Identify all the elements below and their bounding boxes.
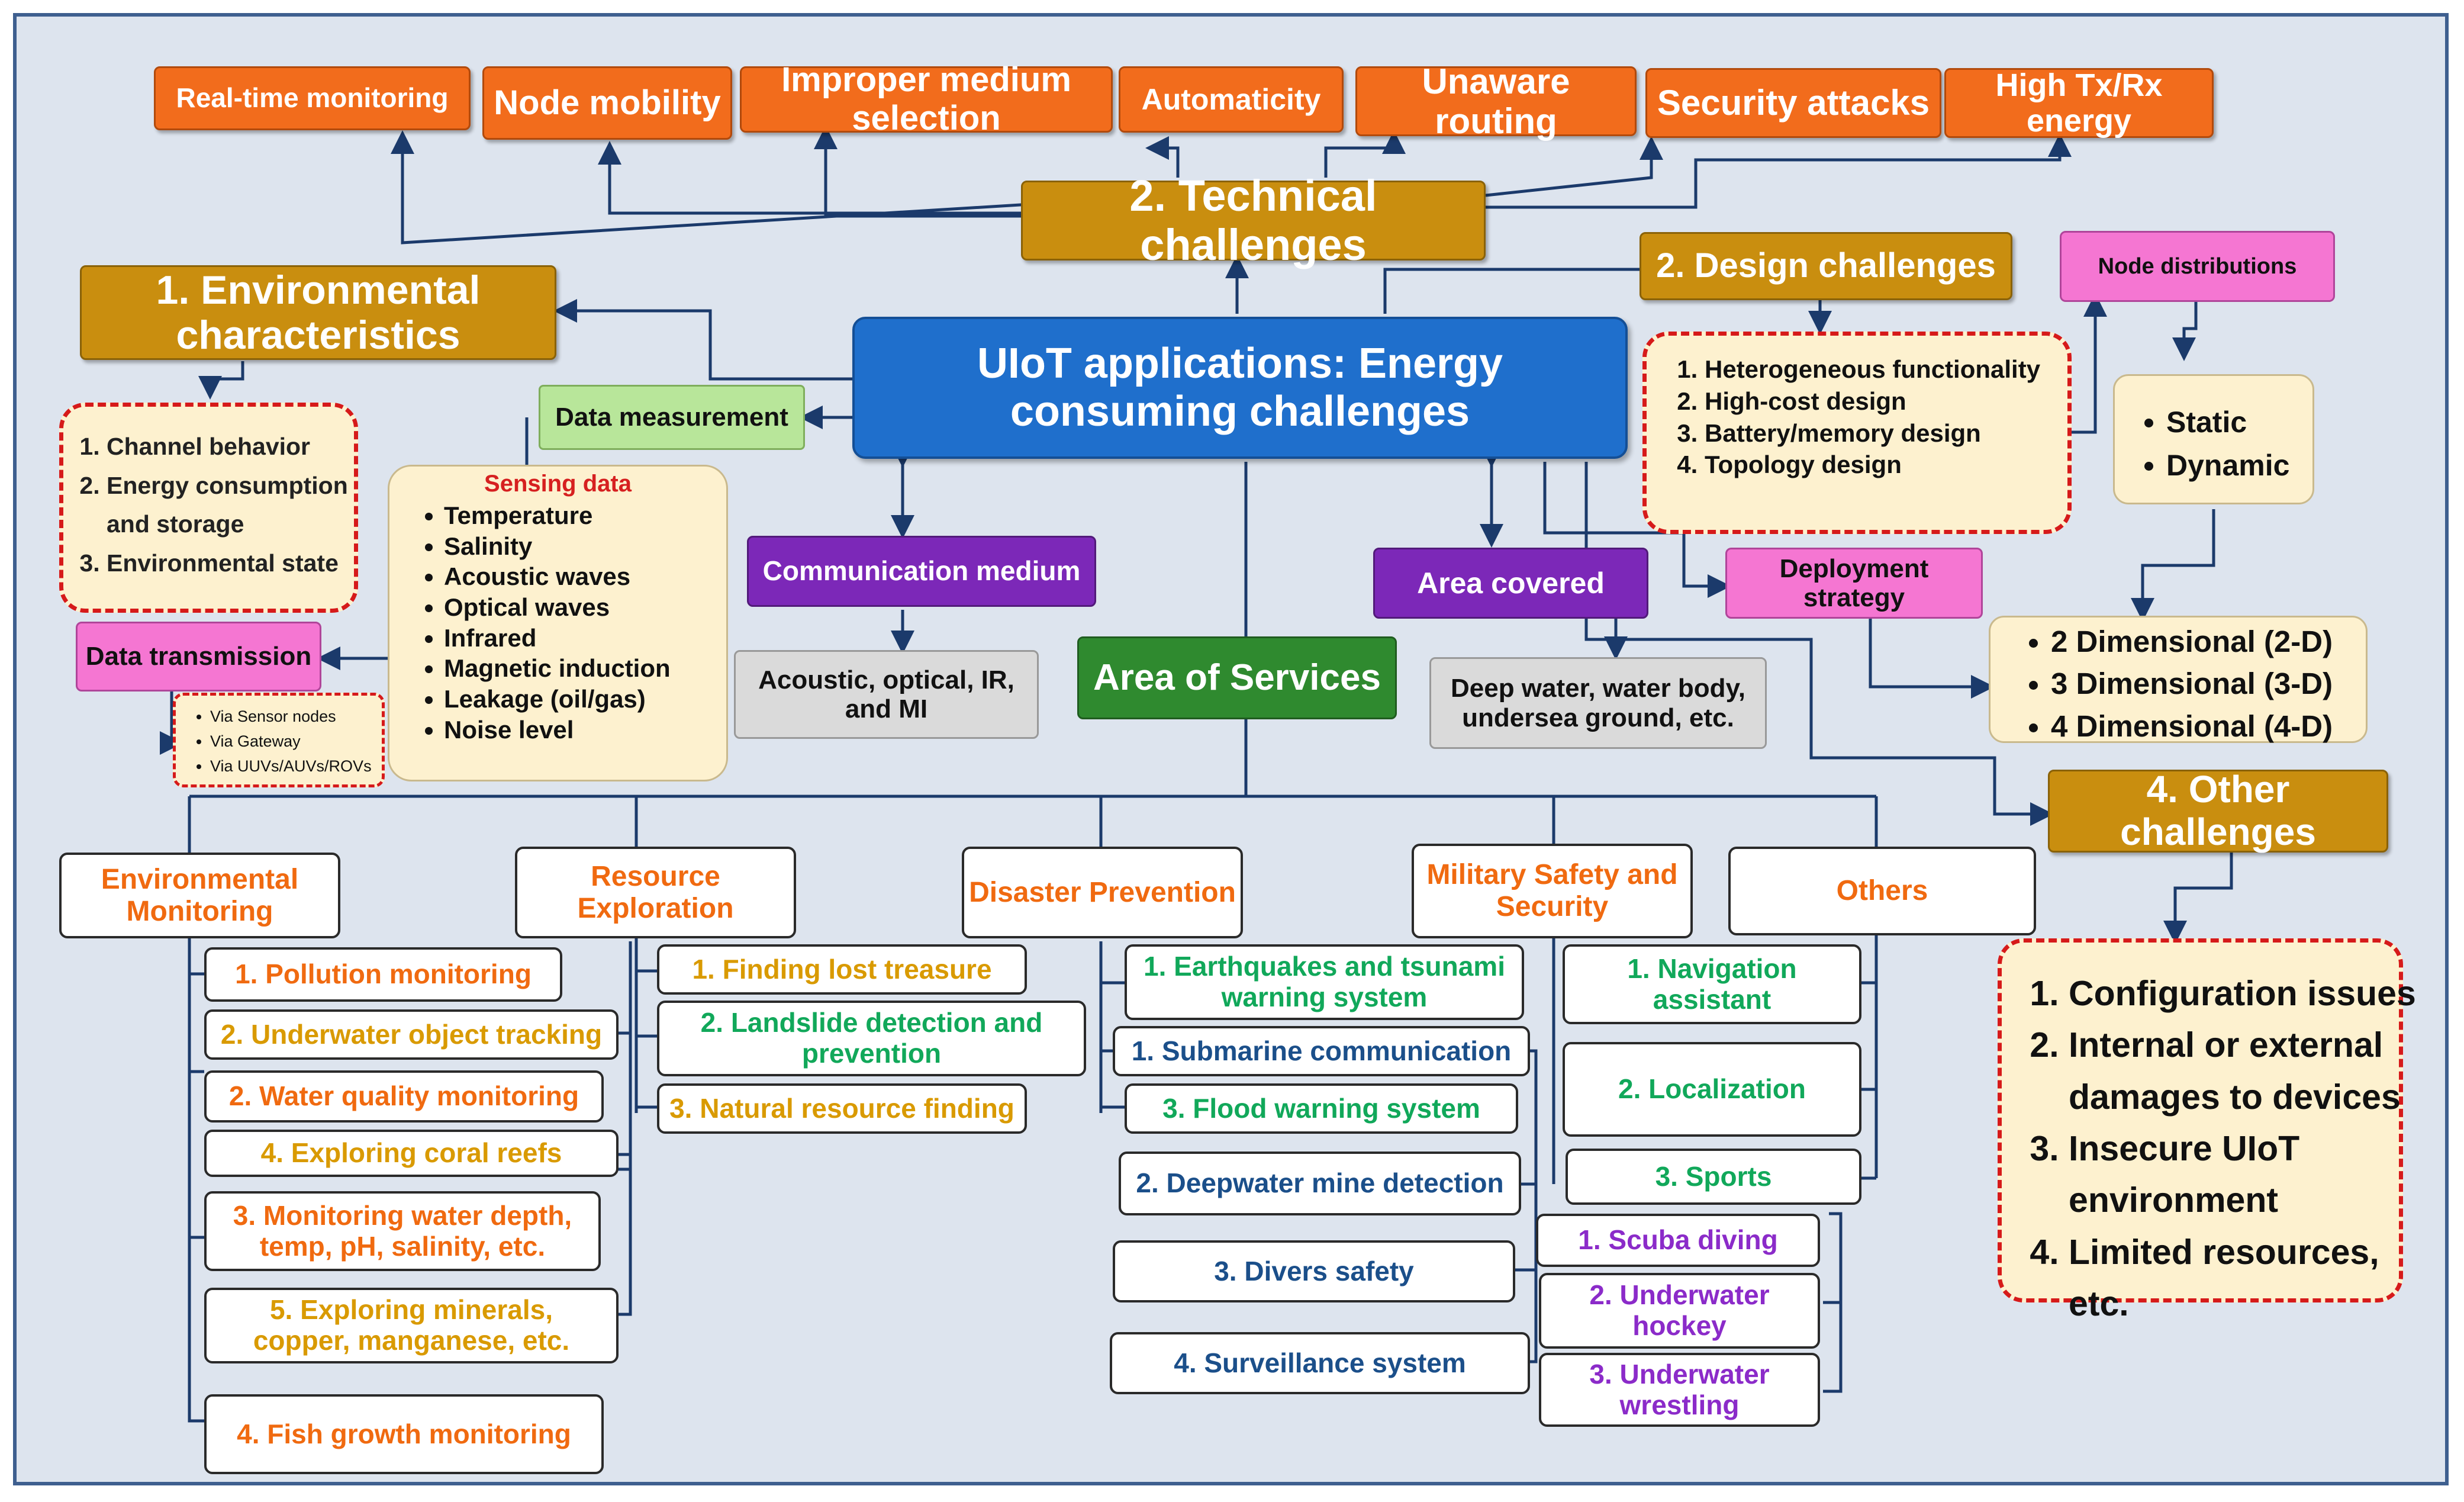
center-uiot-applications: UIoT applications: Energy consuming chal… [852, 317, 1628, 459]
service-item: 1. Pollution monitoring [204, 947, 562, 1002]
area-covered-value: Deep water, water body, undersea ground,… [1429, 657, 1767, 749]
service-item: 2. Landslide detection and prevention [657, 1001, 1086, 1076]
node-distribution-item: Static [2166, 401, 2332, 444]
sensing-item: Optical waves [444, 592, 752, 623]
service-item: 3. Sports [1566, 1149, 1861, 1205]
other-item: Internal or external damages to devices [2069, 1019, 2447, 1123]
service-item: 2. Underwater hockey [1539, 1273, 1820, 1349]
environmental-item: Channel behavior [107, 427, 385, 467]
deployment-dimensions-box [1989, 616, 2368, 743]
service-item: 3. Natural resource finding [657, 1083, 1027, 1134]
service-item: 1. Navigation assistant [1563, 944, 1861, 1024]
environmental-characteristics-header: 1. Environmental characteristics [80, 265, 556, 360]
design-challenges-header: 2. Design challenges [1640, 232, 2012, 300]
sensing-data-box [388, 465, 728, 781]
deployment-item: 2 Dimensional (2-D) [2051, 620, 2412, 662]
sensing-item: Leakage (oil/gas) [444, 684, 752, 715]
sensing-data-heading: Sensing data [484, 470, 632, 497]
other-challenges-header: 4. Other challenges [2048, 768, 2388, 853]
data-measurement-label: Data measurement [539, 385, 805, 450]
service-category-environmental: Environmental Monitoring [59, 853, 340, 938]
service-item: 4. Exploring coral reefs [204, 1130, 619, 1177]
transmission-item: Via Sensor nodes [210, 705, 405, 729]
other-item: Limited resources, etc. [2069, 1227, 2447, 1330]
transmission-item: Via Gateway [210, 729, 405, 754]
service-item: 3. Monitoring water depth, temp, pH, sal… [204, 1191, 601, 1271]
data-transmission-list-box [173, 693, 385, 787]
design-item: Heterogeneous functionality [1705, 353, 2107, 385]
technical-item-security: Security attacks [1645, 68, 1941, 138]
node-distribution-item: Dynamic [2166, 444, 2332, 487]
service-item: 3. Flood warning system [1125, 1083, 1518, 1134]
service-item: 2. Underwater object tracking [204, 1009, 619, 1060]
technical-item-realtime: Real-time monitoring [154, 66, 471, 130]
design-challenges-list: Heterogeneous functionality High-cost de… [1657, 353, 2107, 481]
design-item: Battery/memory design [1705, 417, 2107, 449]
design-item: High-cost design [1705, 385, 2107, 417]
area-covered-label: Area covered [1373, 548, 1648, 619]
transmission-item: Via UUVs/AUVs/ROVs [210, 754, 405, 779]
environmental-list: Channel behavior Energy consumption and … [74, 427, 385, 583]
service-item: 1. Finding lost treasure [657, 944, 1027, 995]
service-item: 3. Underwater wrestling [1539, 1353, 1820, 1427]
service-item: 1. Scuba diving [1536, 1214, 1820, 1267]
sensing-item: Temperature [444, 500, 752, 531]
technical-item-automaticity: Automaticity [1119, 66, 1344, 133]
technical-item-energy: High Tx/Rx energy [1944, 67, 2214, 139]
design-item: Topology design [1705, 449, 2107, 481]
service-category-resource: Resource Exploration [515, 847, 796, 938]
communication-medium-value: Acoustic, optical, IR, and MI [734, 650, 1039, 739]
environmental-item: Energy consumption and storage [107, 467, 385, 544]
service-category-military: Military Safety and Security [1412, 844, 1693, 938]
node-distributions-list: Static Dynamic [2134, 401, 2332, 487]
data-transmission-list: Via Sensor nodes Via Gateway Via UUVs/AU… [183, 705, 405, 779]
deployment-strategy-label: Deployment strategy [1725, 548, 1983, 619]
service-item: 1. Earthquakes and tsunami warning syste… [1125, 944, 1524, 1020]
other-item: Insecure UIoT environment [2069, 1123, 2447, 1227]
service-item: 3. Divers safety [1113, 1240, 1515, 1302]
node-distributions-box [2113, 374, 2314, 504]
technical-item-routing: Unaware routing [1355, 62, 1637, 141]
node-distributions-label: Node distributions [2060, 231, 2335, 302]
area-of-services-header: Area of Services [1077, 636, 1397, 719]
service-item: 2. Localization [1563, 1042, 1861, 1137]
technical-item-medium: Improper medium selection [740, 60, 1113, 137]
service-category-others: Others [1728, 847, 2036, 935]
other-challenges-list-box [1998, 938, 2403, 1302]
service-item: 2. Deepwater mine detection [1119, 1152, 1521, 1215]
environmental-list-box [59, 403, 358, 613]
service-category-disaster: Disaster Prevention [962, 847, 1243, 938]
service-item: 1. Submarine communication [1113, 1026, 1530, 1076]
design-challenges-list-box [1642, 332, 2072, 534]
environmental-item: Environmental state [107, 544, 385, 583]
communication-medium-label: Communication medium [747, 536, 1096, 607]
sensing-item: Magnetic induction [444, 653, 752, 684]
technical-item-mobility: Node mobility [482, 66, 732, 140]
sensing-item: Noise level [444, 715, 752, 745]
sensing-item: Infrared [444, 623, 752, 654]
other-item: Configuration issues [2069, 968, 2447, 1019]
sensing-item: Salinity [444, 531, 752, 562]
technical-challenges-header: 2. Technical challenges [1021, 171, 1486, 269]
deployment-item: 3 Dimensional (3-D) [2051, 662, 2412, 705]
sensing-item: Acoustic waves [444, 561, 752, 592]
other-challenges-list: Configuration issues Internal or externa… [2015, 968, 2447, 1330]
deployment-item: 4 Dimensional (4-D) [2051, 705, 2412, 747]
service-item: 5. Exploring minerals, copper, manganese… [204, 1288, 619, 1363]
service-item: 2. Water quality monitoring [204, 1070, 604, 1123]
data-transmission-label: Data transmission [76, 622, 321, 692]
service-item: 4. Fish growth monitoring [204, 1394, 604, 1474]
service-item: 4. Surveillance system [1110, 1332, 1530, 1394]
sensing-data-list: Temperature Salinity Acoustic waves Opti… [414, 500, 752, 745]
deployment-dimensions-list: 2 Dimensional (2-D) 3 Dimensional (3-D) … [2004, 620, 2412, 747]
